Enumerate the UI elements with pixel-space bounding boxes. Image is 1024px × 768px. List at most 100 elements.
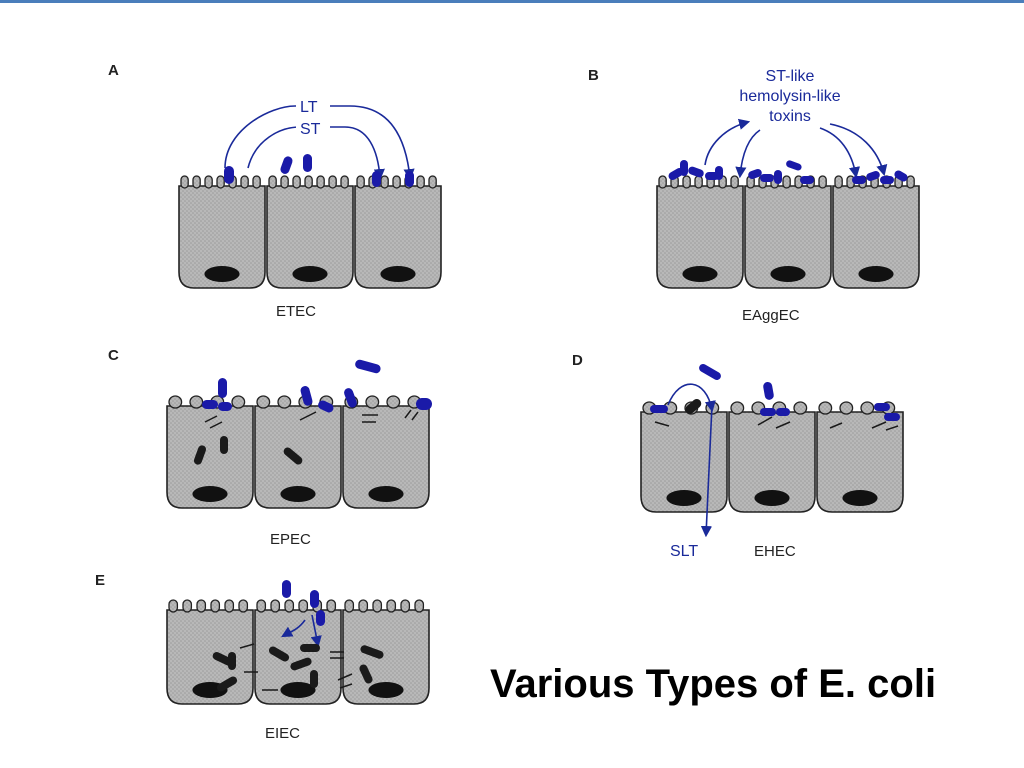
bacterium <box>372 171 381 187</box>
microvillus <box>344 599 355 613</box>
panel-e-cells <box>166 599 430 705</box>
microvillus <box>658 175 667 189</box>
microvillus <box>380 175 389 189</box>
microvillus <box>238 599 249 613</box>
cell-nucleus <box>858 266 894 282</box>
cell-nucleus <box>682 266 718 282</box>
microvillus <box>730 175 739 189</box>
cell-nucleus <box>754 490 790 506</box>
panel-b-toxin-line-1: ST-like <box>766 68 815 85</box>
microvillus <box>256 395 271 409</box>
panel-b-bacteria <box>668 160 908 184</box>
microvillus <box>256 599 267 613</box>
microvillus <box>400 599 411 613</box>
microvillus <box>818 401 833 415</box>
panel-e: E EIEC <box>95 572 430 742</box>
panel-b-letter: B <box>588 67 599 84</box>
panel-e-arrow-2 <box>310 614 322 648</box>
microvillus <box>298 599 309 613</box>
epithelial-cell <box>354 185 442 289</box>
microvillus <box>860 401 875 415</box>
panel-c-bacteria <box>193 359 432 465</box>
panel-e-label: EIEC <box>265 725 300 742</box>
bacterium <box>280 156 293 174</box>
panel-b-arrow-2 <box>735 129 761 179</box>
microvillus <box>168 599 179 613</box>
panel-e-letter: E <box>95 572 105 589</box>
microvillus <box>252 175 261 189</box>
microvillus <box>793 401 808 415</box>
panel-b-arrow-3 <box>819 127 861 179</box>
panel-a-toxin-lt: LT <box>300 99 318 116</box>
microvillus <box>284 599 295 613</box>
panel-c-label: EPEC <box>270 531 311 548</box>
epithelial-cell <box>816 411 904 513</box>
panel-d-label: EHEC <box>754 543 796 560</box>
cell-nucleus <box>192 486 228 502</box>
cell-nucleus <box>204 266 240 282</box>
microvillus <box>231 395 246 409</box>
epithelial-cell <box>728 411 816 513</box>
panel-e-arrow-1 <box>281 619 306 638</box>
microvillus <box>428 175 437 189</box>
cell-nucleus <box>280 682 316 698</box>
microvillus <box>839 401 854 415</box>
slide-title: Various Types of E. coli <box>490 662 937 706</box>
microvillus <box>182 599 193 613</box>
cell-nucleus <box>280 486 316 502</box>
epithelial-cell <box>266 185 354 289</box>
panel-a-arrow-lt <box>224 105 415 181</box>
bacterium <box>224 166 234 184</box>
epithelial-cell <box>744 185 832 289</box>
microvillus <box>280 175 289 189</box>
microvillus <box>326 599 337 613</box>
cell-nucleus <box>770 266 806 282</box>
microvillus <box>392 175 401 189</box>
microvillus <box>204 175 213 189</box>
panel-a: A LT ST ETEC <box>108 62 442 320</box>
microvillus <box>196 599 207 613</box>
microvillus <box>818 175 827 189</box>
microvillus <box>730 401 745 415</box>
panel-d-cells <box>640 401 904 513</box>
microvillus <box>180 175 189 189</box>
microvillus <box>782 175 791 189</box>
panel-d-arrow-curve <box>667 383 716 413</box>
epithelial-cell <box>832 185 920 289</box>
panel-d: D SLT EHEC <box>572 352 904 560</box>
microvillus <box>304 175 313 189</box>
panel-c-cells <box>166 395 430 509</box>
microvillus <box>365 395 380 409</box>
microvillus <box>682 175 691 189</box>
microvillus <box>414 599 425 613</box>
panel-a-letter: A <box>108 62 119 79</box>
cell-nucleus <box>666 490 702 506</box>
microvillus <box>292 175 301 189</box>
panel-c: C EPEC <box>108 347 432 548</box>
microvillus <box>386 599 397 613</box>
cell-nucleus <box>368 682 404 698</box>
microvillus <box>834 175 843 189</box>
microvillus <box>210 599 221 613</box>
microvillus <box>358 599 369 613</box>
panel-b-toxin-line-3: toxins <box>769 108 811 125</box>
microvillus <box>328 175 337 189</box>
top-accent-line <box>0 0 1024 3</box>
microvillus <box>216 175 225 189</box>
panel-c-letter: C <box>108 347 119 364</box>
epithelial-cell <box>656 185 744 289</box>
panel-b-toxin-line-2: hemolysin-like <box>739 88 840 105</box>
epithelial-cell <box>254 609 342 705</box>
panel-a-cells <box>178 175 442 289</box>
bacterium <box>405 171 414 187</box>
microvillus <box>189 395 204 409</box>
microvillus <box>240 175 249 189</box>
cell-nucleus <box>380 266 416 282</box>
epithelial-cell <box>640 411 728 513</box>
cell-nucleus <box>368 486 404 502</box>
epithelial-cell <box>178 185 266 289</box>
microvillus <box>316 175 325 189</box>
panel-b: B ST-like hemolysin-like toxins EAggEC <box>588 67 920 324</box>
panel-b-arrow-4 <box>829 123 888 177</box>
bacterium <box>303 154 312 172</box>
